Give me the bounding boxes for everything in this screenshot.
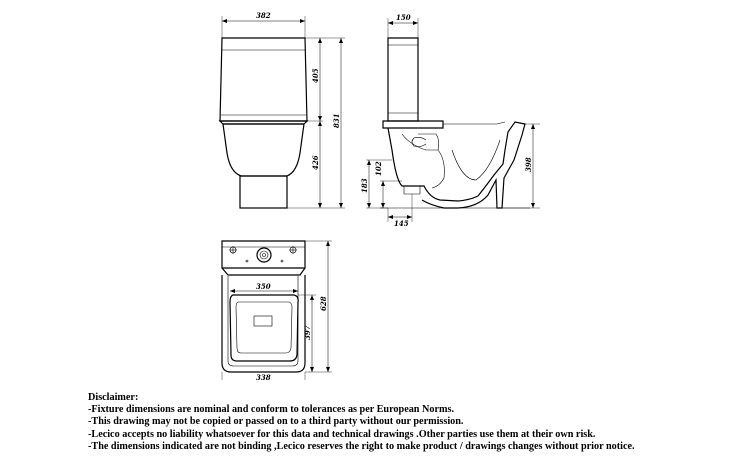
disclaimer-line: -The dimensions indicated are not bindin… bbox=[88, 440, 635, 452]
disclaimer-line: -Lecico accepts no liability whatsoever … bbox=[88, 428, 596, 440]
front-tank-height-label: 405 bbox=[311, 68, 320, 83]
front-view: 382 405 426 831 bbox=[218, 11, 345, 209]
plan-bowl-depth-label: 397 bbox=[303, 325, 312, 340]
side-view: 150 183 102 398 145 bbox=[360, 13, 540, 228]
disclaimer-line: -Fixture dimensions are nominal and conf… bbox=[88, 404, 454, 416]
plan-seat-width-label: 350 bbox=[256, 282, 271, 291]
disclaimer-line: -This drawing may not be copied or passe… bbox=[88, 416, 464, 428]
disclaimer-block: Disclaimer: -Fixture dimensions are nomi… bbox=[88, 392, 738, 453]
plan-base-width-label: 338 bbox=[256, 373, 271, 380]
side-outlet-offset-label: 145 bbox=[394, 219, 409, 228]
side-outlet-height-label: 102 bbox=[374, 161, 383, 176]
technical-drawing: 382 405 426 831 150 bbox=[218, 11, 540, 380]
plan-total-depth-label: 628 bbox=[319, 296, 328, 311]
plan-view: 350 338 397 628 bbox=[221, 240, 332, 380]
side-seat-height-label: 398 bbox=[524, 157, 533, 172]
front-total-height-label: 831 bbox=[332, 113, 341, 128]
disclaimer-title: Disclaimer: bbox=[88, 392, 139, 403]
front-bowl-height-label: 426 bbox=[311, 155, 320, 170]
side-outlet-center-label: 183 bbox=[360, 178, 369, 193]
front-width-label: 382 bbox=[256, 11, 271, 20]
side-tank-depth-label: 150 bbox=[396, 13, 411, 22]
